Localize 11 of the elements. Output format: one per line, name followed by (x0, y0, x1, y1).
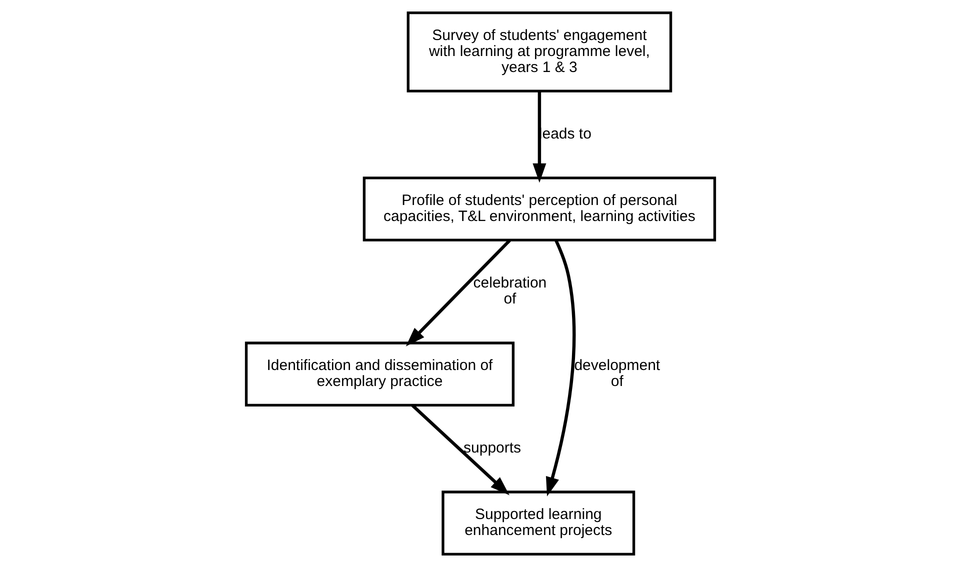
node-box: Identification and dissemination of exemplary practice (244, 342, 515, 406)
edge-label: supports (464, 440, 522, 457)
edge-label: celebration of (473, 274, 547, 308)
edge-label: development of (574, 357, 660, 390)
arrow (411, 404, 510, 496)
node-box: Supported learning enhancement projects (442, 490, 636, 556)
node-box: Survey of students' engagement with learning at programme level, years 1 & 3 (406, 12, 672, 92)
arrow (406, 239, 511, 346)
node-box: Profile of students' perception of personal capacities, T&L environment, learning activities (362, 176, 716, 242)
arrow (546, 239, 576, 496)
arrow (532, 91, 546, 183)
